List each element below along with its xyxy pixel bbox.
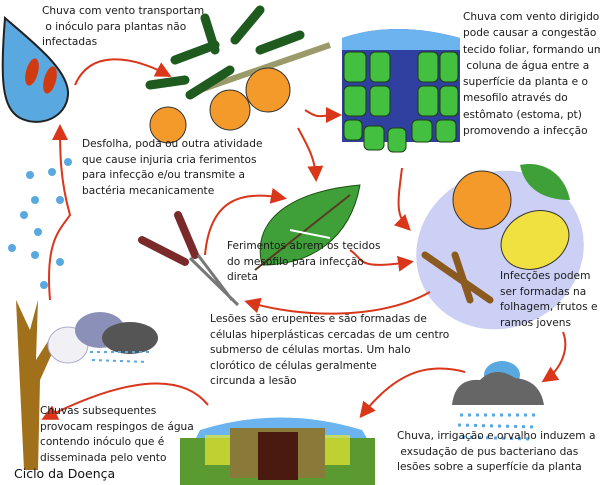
tree-trunk-icon [16,300,58,470]
step-stomata-congestion: Chuva com vento dirigido pode causar a c… [463,11,600,138]
orange-branch-icon [145,5,331,144]
wounded-leaf-icon [254,184,361,271]
rain-drops-icon [8,158,72,289]
diagram-title: Ciclo da Doença [14,466,116,481]
step-injury: Desfolha, poda ou outra atividade que ca… [82,138,263,197]
step-splash: Chuvas subsequentes provocam respingos d… [40,405,194,464]
lesion-cross-section-icon [180,417,375,485]
cycle-arrows [41,58,567,420]
leaf-cross-section-icon [342,29,460,153]
rain-cloud-icon [452,361,544,441]
storm-cloud-icon [47,312,158,364]
infected-fruit-icon [416,164,584,330]
bacteria-drop-icon [1,15,70,123]
step-wounds: Ferimentos abrem os tecidos do mesofilo … [227,240,381,284]
step-exudation: Chuva, irrigação e orvalho induzem a exs… [397,430,596,474]
step-lesions: Lesões são erupentes e são formadas de c… [210,313,450,388]
pruning-shears-icon [138,211,240,307]
step-infections: Infecções podem ser formadas na folhagem… [500,270,598,329]
step-wind-rain-transport: Chuva com vento transportam o inóculo pa… [42,5,205,49]
